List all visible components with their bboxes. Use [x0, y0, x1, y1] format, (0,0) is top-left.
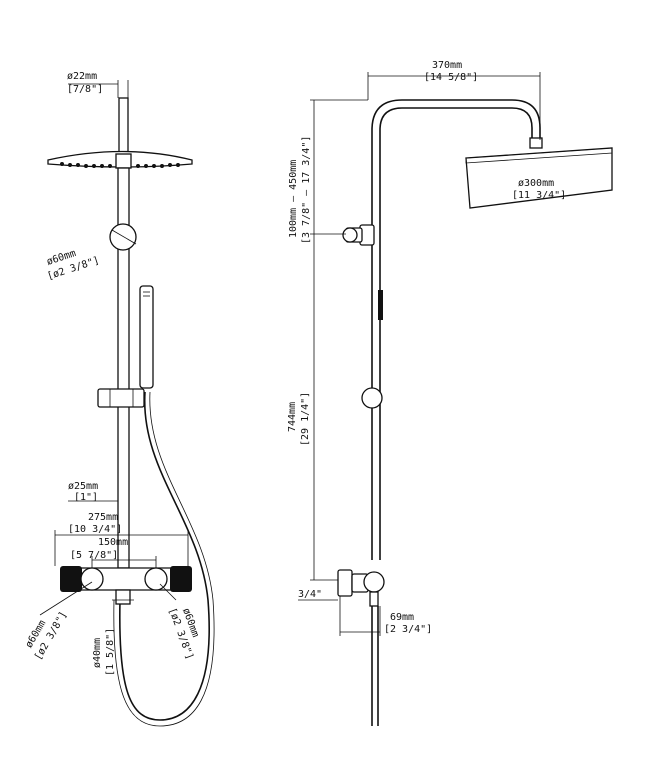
front-centers-in: [5 7/8"]: [70, 550, 118, 561]
side-reach-mm: 370mm: [432, 60, 462, 71]
slider-bracket: [97, 388, 145, 408]
side-depth-mm: 69mm: [390, 612, 414, 623]
thermostatic-mixer: [60, 566, 192, 605]
upper-holder: [342, 224, 375, 246]
front-width-in: [10 3/4"]: [68, 524, 122, 535]
side-connection: 3/4": [298, 589, 322, 600]
hose: [118, 391, 210, 721]
hand-shower-side: [378, 290, 383, 320]
front-width-mm: 275mm: [88, 512, 118, 523]
mixer-side: [337, 569, 385, 726]
front-centers-mm: 150mm: [98, 537, 128, 548]
slider-side: [361, 387, 383, 409]
front-outlet-mm: ø40mm: [92, 638, 103, 668]
side-height-in: [29 1/4"]: [300, 392, 311, 446]
front-rail-dia-mm: ø25mm: [68, 481, 98, 492]
side-height-mm: 744mm: [287, 402, 298, 432]
front-pipe-dia-in: [7/8"]: [67, 84, 103, 95]
front-rail-dia-in: [1"]: [74, 492, 98, 503]
side-adjust-mm: 100mm — 450mm: [288, 160, 299, 238]
shower-head-side: [465, 147, 613, 209]
holder-knob: [109, 223, 137, 251]
front-outlet-in: [1 5/8"]: [105, 628, 116, 676]
front-pipe-dia-mm: ø22mm: [67, 71, 97, 82]
shower-head-front: [47, 150, 193, 169]
side-view: [298, 72, 613, 726]
front-view: [39, 80, 215, 727]
side-depth-in: [2 3/4"]: [384, 624, 432, 635]
shower-arm: [371, 99, 541, 560]
side-adjust-in: [3 7/8" — 17 3/4"]: [301, 136, 312, 244]
side-head-dia-mm: ø300mm: [518, 178, 554, 189]
top-pipe: [118, 97, 129, 155]
side-head-dia-in: [11 3/4"]: [512, 190, 566, 201]
side-reach-in: [14 5/8"]: [424, 72, 478, 83]
hand-shower: [139, 285, 154, 389]
